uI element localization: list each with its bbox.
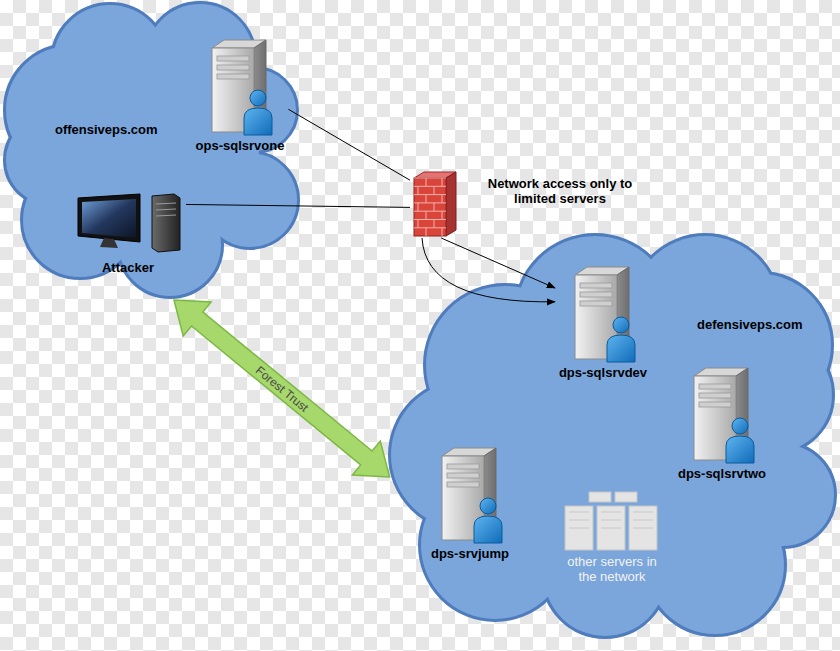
server-icon xyxy=(434,446,506,544)
network-link xyxy=(186,204,410,207)
host-label: Attacker xyxy=(102,260,154,275)
firewall-icon xyxy=(410,170,458,238)
server-rack-icon xyxy=(561,490,663,552)
server-node: dps-sqlsrvtwo xyxy=(674,366,770,481)
network-cloud: offensiveps.com ops-sqlsrvoneAttacker xyxy=(0,0,300,300)
network-link xyxy=(441,238,555,288)
host-label: ops-sqlsrvone xyxy=(196,138,285,153)
server-node: ops-sqlsrvone xyxy=(192,38,289,153)
host-label: dps-sqlsrvtwo xyxy=(678,466,766,481)
server-node: dps-srvjump xyxy=(427,446,513,561)
network-cloud: defensiveps.com dps-sqlsrvdev dps-sqlsrvtw… xyxy=(385,225,840,645)
network-link xyxy=(422,238,555,302)
edge-label: Forest Trust xyxy=(250,361,313,416)
trust-arrow xyxy=(174,300,390,477)
network-link xyxy=(288,109,410,180)
server-node: dps-sqlsrvdev xyxy=(555,265,651,380)
server-icon xyxy=(567,265,639,363)
firewall-note: Network access only to limited servers xyxy=(470,176,650,206)
domain-label: offensiveps.com xyxy=(55,122,158,137)
firewall: Network access only to limited servers xyxy=(410,170,650,238)
computer-icon xyxy=(74,192,182,254)
attacker-computer: Attacker xyxy=(70,192,186,275)
server-group: other servers in the network xyxy=(553,490,671,584)
host-label: other servers in the network xyxy=(557,554,667,584)
host-label: dps-srvjump xyxy=(431,546,509,561)
domain-label: defensiveps.com xyxy=(697,317,803,332)
server-icon xyxy=(686,366,758,464)
server-icon xyxy=(204,38,276,136)
host-label: dps-sqlsrvdev xyxy=(559,365,647,380)
